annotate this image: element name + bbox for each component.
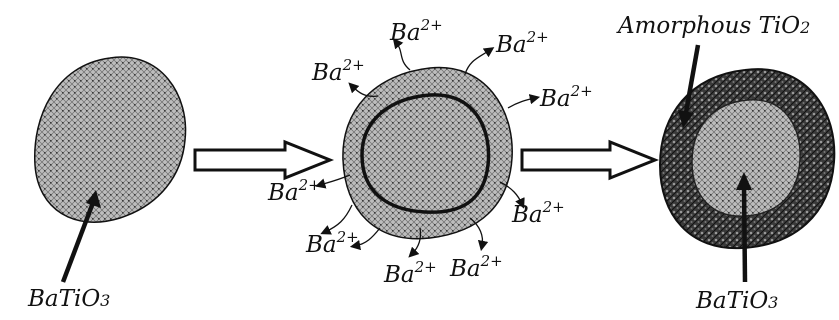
ion-labels: Ba2+ Ba2+ Ba2+ Ba2+ Ba2+ Ba2+ Ba2+ Ba2+ … xyxy=(267,16,593,288)
leach-arrow-icon xyxy=(315,37,541,258)
ion-label: Ba2+ xyxy=(267,176,321,206)
ion-label: Ba2+ xyxy=(511,198,565,228)
batio3-particle-initial xyxy=(34,56,187,223)
ion-label: Ba2+ xyxy=(389,16,443,46)
ion-label: Ba2+ xyxy=(305,228,359,258)
reaction-arrow-icon xyxy=(520,139,660,181)
pointer-arrow-icon xyxy=(736,172,752,283)
ion-label: Ba2+ xyxy=(311,56,365,86)
reaction-arrow-icon xyxy=(193,139,335,181)
leaching-particle xyxy=(342,66,513,240)
pointer-arrow-icon xyxy=(678,44,701,128)
batio3-label-left: BaTiO3 xyxy=(27,286,110,312)
ion-label: Ba2+ xyxy=(449,252,503,282)
batio3-label-right: BaTiO3 xyxy=(695,288,778,314)
amorphous-tio2-label: Amorphous TiO2 xyxy=(616,13,810,39)
pointer-arrow-icon xyxy=(60,190,101,283)
ion-label: Ba2+ xyxy=(383,258,437,288)
reaction-boundary xyxy=(360,93,491,214)
ion-label: Ba2+ xyxy=(495,28,549,58)
core-shell-particle xyxy=(658,68,836,250)
ion-label: Ba2+ xyxy=(539,82,593,112)
